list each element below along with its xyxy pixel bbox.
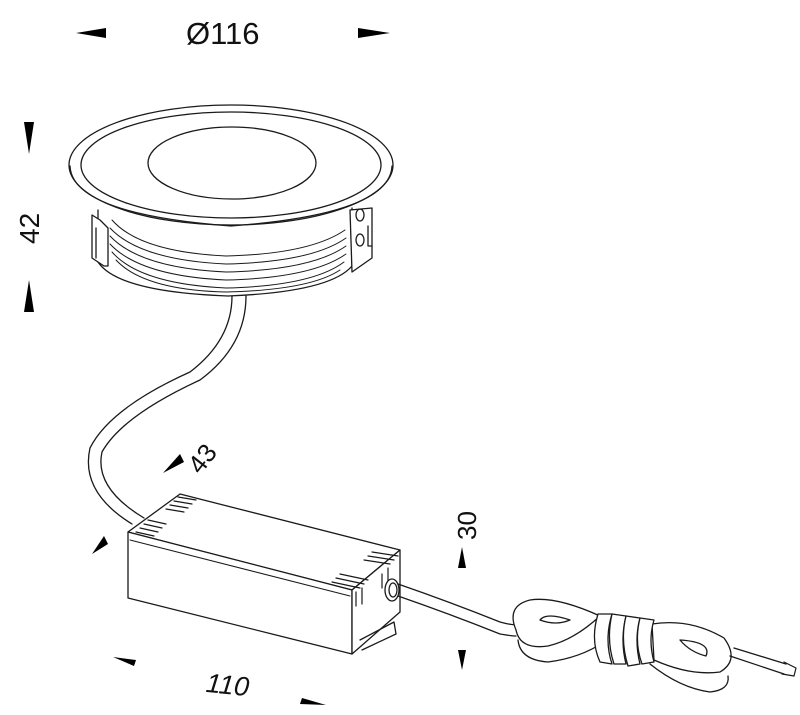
driver-height-label: 30 <box>452 511 482 540</box>
arrow-30-bottom <box>458 650 466 670</box>
driver-length-label: 110 <box>204 667 251 703</box>
stripped-wire-end <box>781 661 797 677</box>
diameter-label: Ø116 <box>186 16 260 51</box>
coil-wraps <box>593 613 655 667</box>
coil-loop-right <box>651 621 732 674</box>
downlight-bezel-inner <box>80 111 382 219</box>
spring-clip-right <box>349 207 373 273</box>
downlight-body <box>97 207 353 297</box>
downlight-ribs <box>109 219 347 293</box>
driver <box>127 493 401 655</box>
vent-slots-right <box>331 551 399 607</box>
dimension-arrows <box>24 28 466 705</box>
arrow-110-left <box>113 657 136 666</box>
vent-slots-left <box>135 496 197 537</box>
arrow-43-top <box>163 454 184 473</box>
clip-screw-bottom <box>355 233 365 247</box>
arrow-30-top <box>458 547 466 568</box>
downlight-lens <box>147 126 317 200</box>
arrow-dia-right <box>358 28 390 38</box>
arrow-height-bottom <box>24 280 34 312</box>
arrow-110-right <box>300 698 326 705</box>
clip-screw-top <box>355 208 365 222</box>
downlight <box>68 104 394 297</box>
downlight-bezel-outer <box>68 104 394 226</box>
height-label: 42 <box>14 212 45 244</box>
arrow-height-top <box>24 122 34 154</box>
arrow-43-bottom <box>92 536 108 554</box>
supply-cable <box>397 583 797 693</box>
arrow-dia-left <box>76 28 106 38</box>
connection-cable <box>87 295 247 525</box>
